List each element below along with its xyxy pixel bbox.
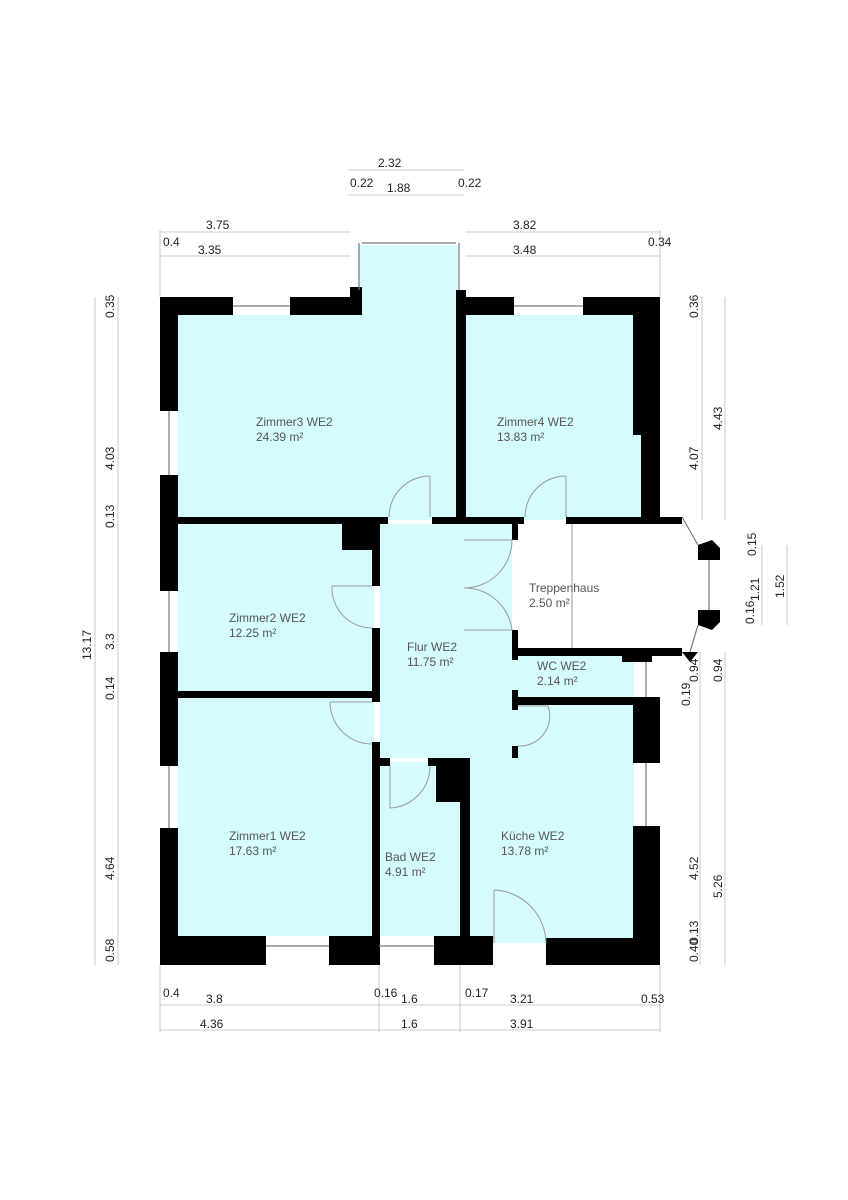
dimension-labels-bottom: 0.4 3.8 0.16 1.6 0.17 3.21 0.53 4.36 1.6… bbox=[163, 986, 665, 1031]
dim-label: 0.13 bbox=[103, 504, 117, 528]
dim-label: 3.35 bbox=[198, 243, 222, 257]
dim-label: 0.53 bbox=[641, 992, 665, 1006]
room-area: 4.91 m² bbox=[385, 865, 426, 879]
dim-label: 0.22 bbox=[350, 176, 374, 190]
room-name: WC WE2 bbox=[537, 659, 587, 673]
dimension-labels-right: 0.36 4.07 4.43 0.15 1.21 0.16 1.52 0.94 … bbox=[679, 294, 787, 962]
room-name: Küche WE2 bbox=[501, 829, 565, 843]
dim-label: 4.64 bbox=[103, 856, 117, 880]
dimension-lines bbox=[94, 169, 788, 1032]
room-zimmer3-bay bbox=[358, 245, 458, 320]
dim-label: 2.32 bbox=[378, 156, 402, 170]
room-area: 11.75 m² bbox=[407, 655, 453, 669]
dim-label: 0.15 bbox=[745, 532, 759, 556]
dim-label: 3.75 bbox=[206, 218, 230, 232]
dimension-labels-top: 2.32 0.22 1.88 0.22 3.75 0.4 3.35 3.82 3… bbox=[163, 156, 672, 257]
dim-label: 0.4 bbox=[163, 235, 180, 249]
dim-label: 3.82 bbox=[513, 218, 537, 232]
dim-label: 0.13 bbox=[687, 920, 701, 944]
room-zimmer4 bbox=[466, 315, 641, 520]
dim-label: 4.36 bbox=[200, 1017, 224, 1031]
room-area: 13.83 m² bbox=[497, 430, 544, 444]
dim-label: 0.4 bbox=[163, 986, 180, 1000]
walls bbox=[160, 287, 720, 965]
room-name: Zimmer4 WE2 bbox=[497, 415, 574, 429]
room-area: 2.14 m² bbox=[537, 674, 578, 688]
room-kueche bbox=[470, 705, 634, 943]
dimension-labels-left: 0.35 4.03 0.13 3.3 0.14 4.64 0.58 13.17 bbox=[80, 294, 117, 962]
room-name: Zimmer3 WE2 bbox=[256, 415, 333, 429]
dim-label: 1.88 bbox=[387, 181, 411, 195]
dim-label: 0.34 bbox=[648, 235, 672, 249]
dim-label: 1.6 bbox=[401, 1017, 418, 1031]
dim-label: 0.36 bbox=[687, 294, 701, 318]
dim-label: 13.17 bbox=[80, 630, 94, 660]
dim-label: 0.17 bbox=[465, 986, 489, 1000]
dim-label: 0.16 bbox=[374, 986, 398, 1000]
doors bbox=[329, 475, 573, 944]
room-name: Bad WE2 bbox=[385, 850, 436, 864]
dim-label: 0.58 bbox=[103, 938, 117, 962]
room-zimmer1 bbox=[178, 698, 374, 936]
dim-label: 1.6 bbox=[401, 992, 418, 1006]
dim-label: 1.52 bbox=[773, 574, 787, 598]
dim-label: 5.26 bbox=[711, 874, 725, 898]
room-area: 12.25 m² bbox=[229, 626, 276, 640]
room-name: Zimmer2 WE2 bbox=[229, 611, 306, 625]
dim-label: 0.16 bbox=[743, 600, 757, 624]
dim-label: 0.94 bbox=[687, 658, 701, 682]
dim-label: 0.14 bbox=[103, 676, 117, 700]
room-zimmer2 bbox=[178, 524, 374, 694]
dim-label: 3.3 bbox=[103, 633, 117, 650]
dim-label: 4.03 bbox=[103, 446, 117, 470]
room-wc bbox=[512, 655, 634, 697]
windows bbox=[168, 242, 710, 947]
room-area: 17.63 m² bbox=[229, 844, 276, 858]
dim-label: 3.21 bbox=[510, 992, 534, 1006]
dim-label: 0.19 bbox=[679, 682, 693, 706]
dim-label: 0.35 bbox=[103, 294, 117, 318]
dim-label: 4.07 bbox=[687, 446, 701, 470]
dim-label: 3.8 bbox=[206, 992, 223, 1006]
room-name: Treppenhaus bbox=[529, 581, 599, 595]
room-area: 13.78 m² bbox=[501, 844, 548, 858]
room-zimmer3 bbox=[178, 315, 458, 520]
room-name: Flur WE2 bbox=[407, 640, 457, 654]
room-area: 24.39 m² bbox=[256, 430, 303, 444]
room-labels: Zimmer3 WE2 24.39 m² Zimmer4 WE2 13.83 m… bbox=[229, 415, 599, 879]
room-fills bbox=[178, 245, 641, 943]
dim-label: 4.43 bbox=[711, 406, 725, 430]
dim-label: 4.52 bbox=[687, 856, 701, 880]
dim-label: 0.40 bbox=[687, 938, 701, 962]
dim-label: 3.91 bbox=[510, 1017, 534, 1031]
room-area: 2.50 m² bbox=[529, 596, 570, 610]
dim-label: 3.48 bbox=[513, 243, 537, 257]
room-name: Zimmer1 WE2 bbox=[229, 829, 306, 843]
dim-label: 0.22 bbox=[458, 176, 482, 190]
dim-label: 1.21 bbox=[748, 577, 762, 601]
dim-label: 0.94 bbox=[711, 658, 725, 682]
